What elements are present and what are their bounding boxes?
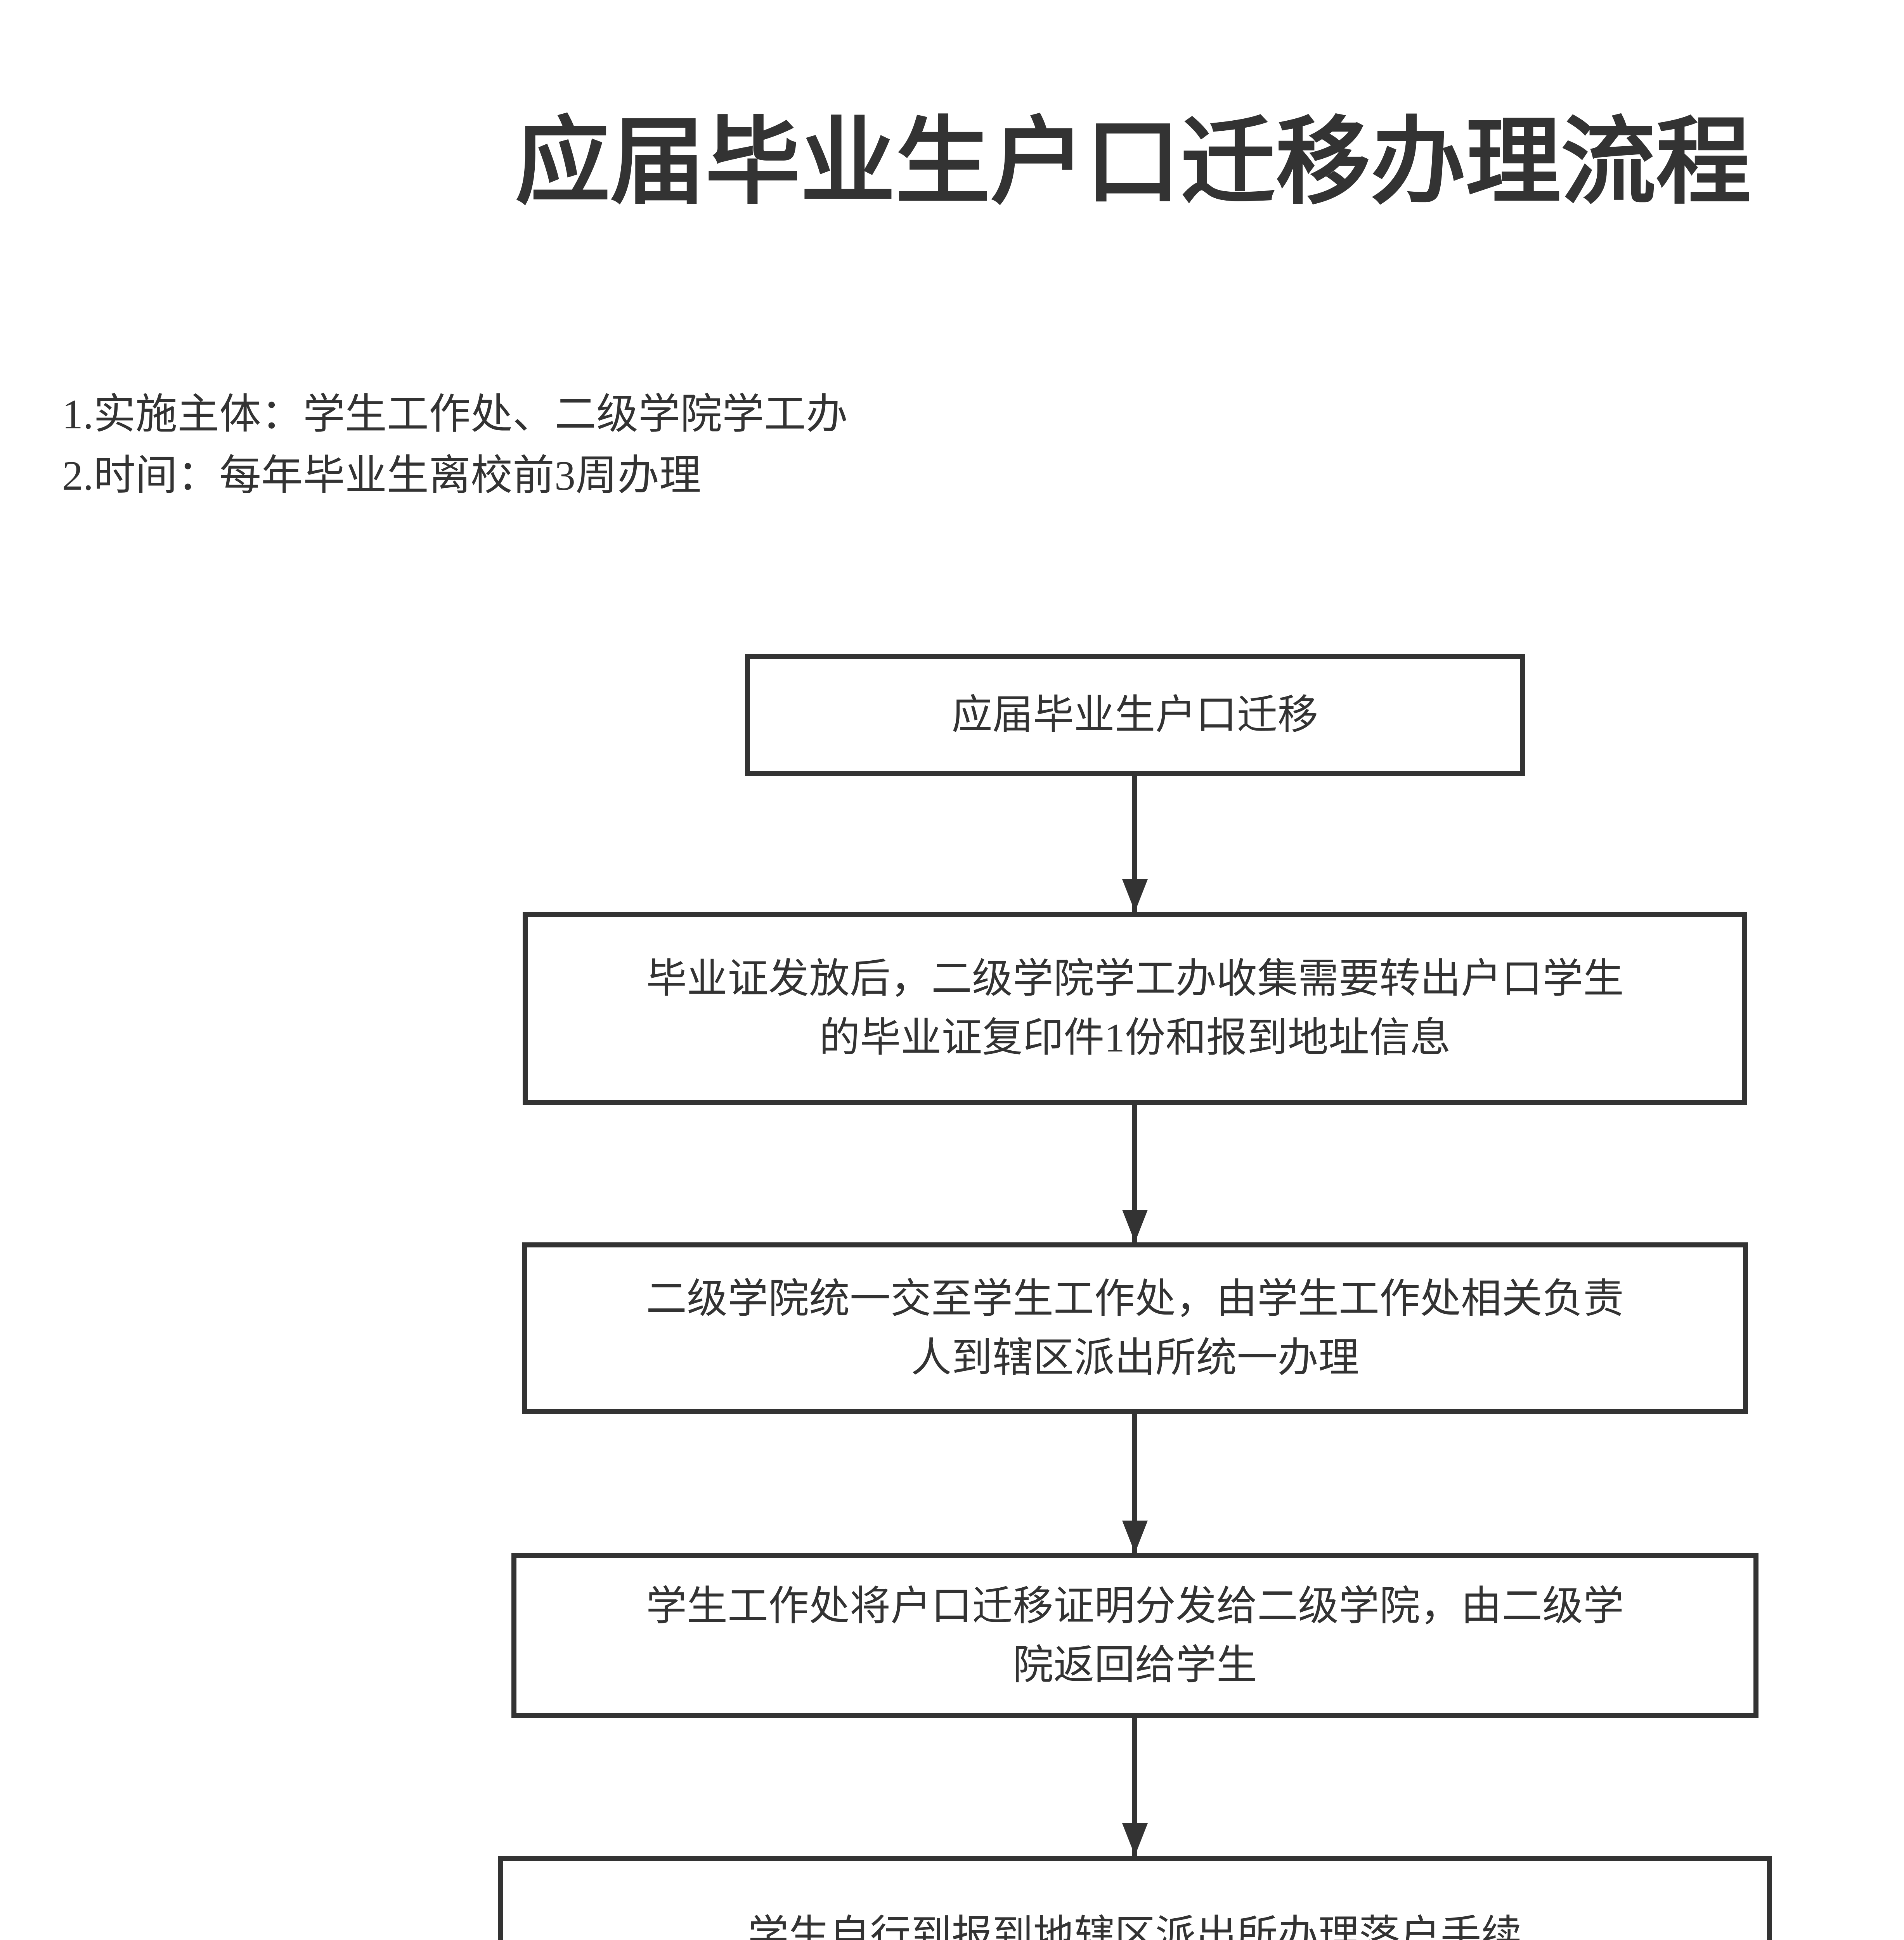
down-arrow-3 xyxy=(1132,1414,1137,1553)
down-arrow-2 xyxy=(1132,1105,1137,1242)
flow-node-start: 应届毕业生户口迁移 xyxy=(745,654,1525,776)
flow-node-collect-documents: 毕业证发放后，二级学院学工办收集需要转出户口学生 的毕业证复印件1份和报到地址信… xyxy=(523,912,1747,1105)
down-arrow-1 xyxy=(1132,776,1137,912)
down-arrow-4 xyxy=(1132,1718,1137,1856)
page-title: 应届毕业生户口迁移办理流程 xyxy=(515,110,1751,215)
note-implementing-body: 1.实施主体：学生工作处、二级学院学工办 xyxy=(62,391,848,438)
notes-block: 1.实施主体：学生工作处、二级学院学工办 2.时间：每年毕业生离校前3周办理 xyxy=(62,384,848,507)
flow-node-student-settles-registration: 学生自行到报到地辖区派出所办理落户手续 xyxy=(498,1856,1772,1940)
flow-node-distribute-certificates: 学生工作处将户口迁移证明分发给二级学院，由二级学 院返回给学生 xyxy=(511,1553,1758,1718)
flow-node-submit-to-student-affairs: 二级学院统一交至学生工作处，由学生工作处相关负责 人到辖区派出所统一办理 xyxy=(522,1242,1748,1414)
note-time: 2.时间：每年毕业生离校前3周办理 xyxy=(62,453,702,499)
